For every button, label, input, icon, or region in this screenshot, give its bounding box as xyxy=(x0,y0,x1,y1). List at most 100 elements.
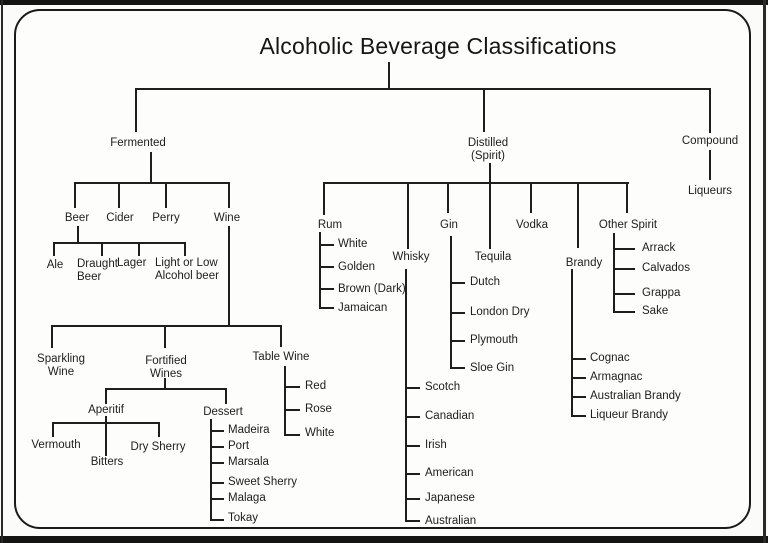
node-rum: Rum xyxy=(317,219,343,231)
connector-tick xyxy=(210,430,224,432)
node-tequila: Tequila xyxy=(474,251,512,263)
connector-tick xyxy=(613,311,635,313)
node-aperitif: Aperitif xyxy=(88,404,124,416)
connector-tick xyxy=(405,520,420,522)
connector xyxy=(319,232,321,309)
connector xyxy=(53,242,55,256)
node-gin: Gin xyxy=(440,219,458,231)
connector-tick xyxy=(210,446,224,448)
connector-tick xyxy=(613,248,635,250)
connector-tick xyxy=(450,282,465,284)
connector-tick xyxy=(319,307,334,309)
dessert-leaf: Malaga xyxy=(228,492,266,504)
dessert-leaf: Marsala xyxy=(228,456,269,468)
connector-tick xyxy=(571,377,586,379)
connector-tick xyxy=(613,293,635,295)
connector xyxy=(626,182,628,213)
connector xyxy=(135,88,137,132)
connector xyxy=(52,422,54,437)
other-spirit-leaf: Calvados xyxy=(642,262,690,274)
node-brandy: Brandy xyxy=(565,257,603,269)
connector-tick xyxy=(210,519,224,521)
connector-tick xyxy=(319,288,334,290)
node-cider: Cider xyxy=(106,212,134,224)
connector xyxy=(101,242,103,256)
other-spirit-leaf: Arrack xyxy=(642,242,676,254)
dessert-leaf: Port xyxy=(228,440,250,452)
node-other-spirit: Other Spirit xyxy=(598,219,658,231)
gin-leaf: Sloe Gin xyxy=(470,362,515,374)
connector xyxy=(228,226,230,327)
connector xyxy=(184,242,186,256)
aperitif-leaf: Vermouth xyxy=(31,439,81,451)
connector xyxy=(51,325,53,348)
connector xyxy=(447,182,449,213)
whisky-leaf: Scotch xyxy=(425,381,461,393)
connector xyxy=(450,236,452,369)
beer-leaf: Ale xyxy=(46,259,64,271)
connector-tick xyxy=(284,386,300,388)
connector xyxy=(150,152,152,183)
frame-top-bar xyxy=(0,0,768,5)
dessert-leaf: Tokay xyxy=(228,512,259,524)
connector xyxy=(74,182,76,208)
connector-tick xyxy=(210,498,224,500)
connector xyxy=(52,422,160,424)
connector-tick xyxy=(571,396,586,398)
table-wine-leaf: Rose xyxy=(305,403,332,415)
frame-left-edge xyxy=(1,0,3,543)
connector-tick xyxy=(284,409,300,411)
whisky-leaf: Japanese xyxy=(425,492,475,504)
connector xyxy=(225,388,227,404)
whisky-leaf: Irish xyxy=(425,439,447,451)
connector xyxy=(138,242,140,256)
brandy-leaf: Australian Brandy xyxy=(590,390,681,402)
node-sparkling-wine: Sparkling Wine xyxy=(37,353,85,378)
connector xyxy=(158,422,160,437)
connector-tick xyxy=(319,266,334,268)
node-liqueurs: Liqueurs xyxy=(687,185,733,197)
frame-bottom-bar xyxy=(0,536,768,543)
gin-leaf: London Dry xyxy=(470,306,530,318)
whisky-leaf: American xyxy=(425,467,474,479)
node-fermented: Fermented xyxy=(110,137,166,149)
connector-tick xyxy=(450,312,465,314)
rum-leaf: Jamaican xyxy=(338,302,388,314)
diagram-title: Alcoholic Beverage Classifications xyxy=(259,33,617,59)
beer-leaf: Draught Beer xyxy=(77,258,118,283)
brandy-leaf: Liqueur Brandy xyxy=(590,409,668,421)
node-vodka: Vodka xyxy=(516,219,548,231)
connector xyxy=(105,388,107,404)
connector xyxy=(210,419,212,521)
rum-leaf: Golden xyxy=(338,261,376,273)
connector xyxy=(105,388,227,390)
node-table-wine: Table Wine xyxy=(252,351,310,363)
connector xyxy=(571,269,573,417)
connector-tick xyxy=(405,498,420,500)
connector xyxy=(323,182,629,184)
other-spirit-leaf: Grappa xyxy=(642,287,681,299)
connector xyxy=(164,325,166,348)
connector-tick xyxy=(210,482,224,484)
connector-tick xyxy=(405,445,420,447)
connector-tick xyxy=(405,473,420,475)
connector xyxy=(709,88,711,133)
connector xyxy=(284,366,286,436)
other-spirit-leaf: Sake xyxy=(642,305,669,317)
connector xyxy=(323,182,325,215)
connector-tick xyxy=(319,244,334,246)
connector-tick xyxy=(613,268,635,270)
gin-leaf: Dutch xyxy=(470,276,501,288)
connector xyxy=(77,226,79,243)
connector-tick xyxy=(450,340,465,342)
connector xyxy=(709,150,711,180)
connector xyxy=(53,242,186,244)
dessert-leaf: Madeira xyxy=(228,424,270,436)
node-perry: Perry xyxy=(152,212,180,224)
node-compound: Compound xyxy=(681,135,739,147)
gin-leaf: Plymouth xyxy=(470,334,518,346)
frame-right-edge xyxy=(763,0,766,543)
connector xyxy=(388,62,390,89)
connector xyxy=(118,182,120,208)
connector-tick xyxy=(210,462,224,464)
